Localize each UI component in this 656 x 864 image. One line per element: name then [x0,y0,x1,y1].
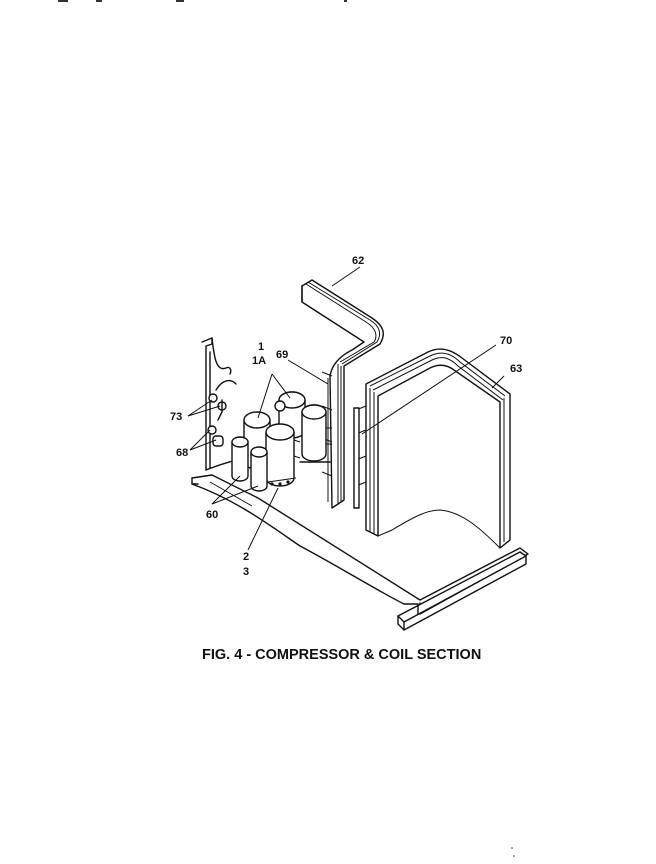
callout-73: 73 [170,411,182,423]
callout-70: 70 [500,335,512,347]
callout-60: 60 [206,509,218,521]
callout-2: 2 [243,551,249,563]
callout-62: 62 [352,255,364,267]
callout-63: 63 [510,363,522,375]
compressor-assembly [231,391,332,492]
scan-artifacts [58,0,515,857]
callout-69: 69 [276,349,288,361]
base-pan [191,474,529,631]
condenser-coil-62 [301,279,384,509]
callout-1: 1 [258,341,264,353]
callout-labels: 62 1 1A 69 70 63 73 68 60 2 3 [170,255,522,578]
evaporator-coil-63 [353,348,511,549]
callout-68: 68 [176,447,188,459]
figure-caption: FIG. 4 - COMPRESSOR & COIL SECTION [202,647,481,663]
callout-3: 3 [243,566,249,578]
callout-1a: 1A [252,355,266,367]
leader-lines [187,266,505,551]
